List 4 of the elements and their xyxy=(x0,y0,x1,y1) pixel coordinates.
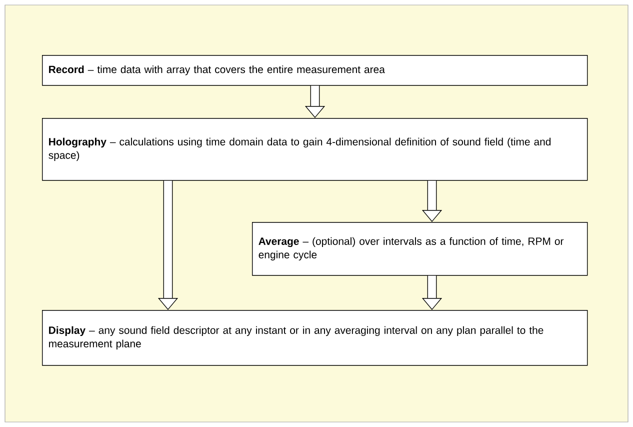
process-box: Holography – calculations using time domain data to gain 4-dimensional definition of sound field (time and space) xyxy=(42,118,588,181)
process-box: Average – (optional) over intervals as a function of time, RPM or engine cycle xyxy=(252,222,588,276)
process-box: Record – time data with array that covers the entire measurement area xyxy=(42,55,588,86)
process-box: Display – any sound field descriptor at any instant or in any averaging interval on any plan parallel to the measurement plane xyxy=(42,310,588,366)
